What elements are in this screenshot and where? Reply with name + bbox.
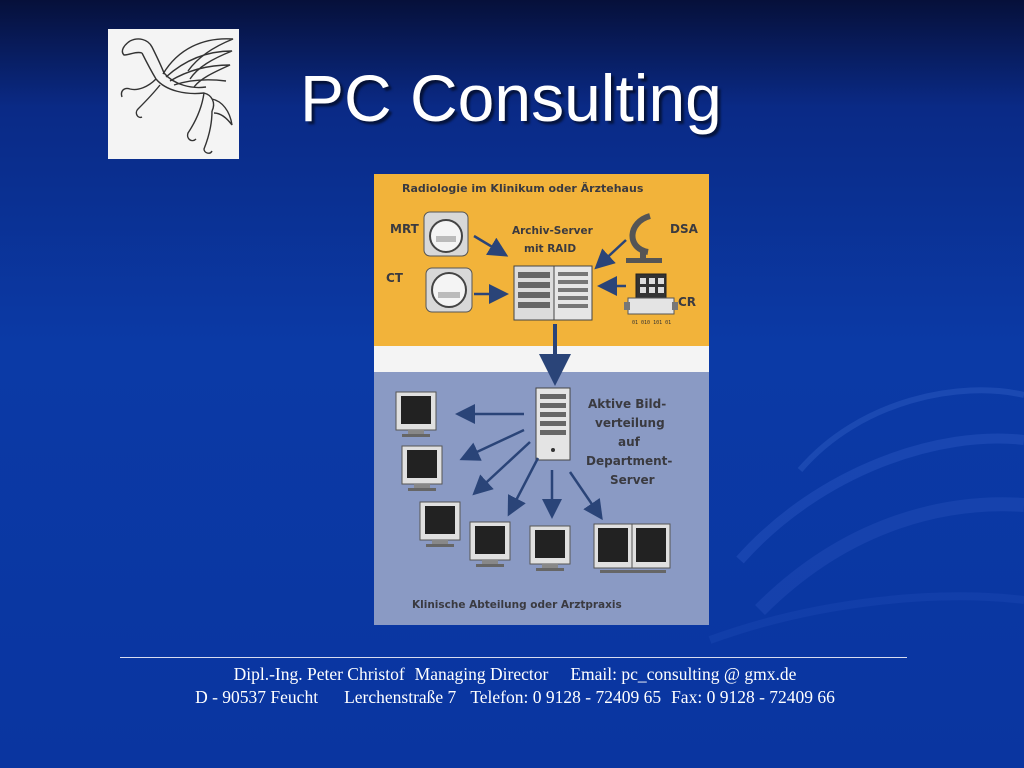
archive-label-1: Archiv-Server <box>512 225 594 237</box>
footer-city: D - 90537 Feucht <box>195 687 319 707</box>
mrt-label: MRT <box>390 222 420 236</box>
footer-email: Email: pc_consulting @ gmx.de <box>570 664 797 684</box>
footer-line-1: Dipl.-Ing. Peter Christof Managing Direct… <box>100 663 930 686</box>
dept-label-1: Aktive Bild- <box>588 397 666 411</box>
dual-monitor-icon <box>593 523 671 573</box>
page-title: PC Consulting <box>300 61 722 135</box>
monitor-icon <box>419 501 461 547</box>
mrt-scanner-icon <box>423 211 469 257</box>
dept-label-2: verteilung <box>595 416 665 430</box>
dept-label-5: Server <box>610 473 655 487</box>
top-heading: Radiologie im Klinikum oder Ärztehaus <box>402 181 644 195</box>
pegasus-logo <box>108 29 239 159</box>
footer-role: Managing Director <box>414 664 549 684</box>
footer-line-2: D - 90537 Feucht Lerchenstraße 7 Telefon: … <box>100 686 930 709</box>
monitor-icon <box>469 521 511 567</box>
footer: Dipl.-Ing. Peter Christof Managing Direct… <box>100 663 930 709</box>
archive-server-icon <box>513 265 593 321</box>
cr-label: CR <box>678 295 696 309</box>
cr-code: 01 010 101 01 <box>632 320 671 326</box>
department-server-icon <box>535 387 571 461</box>
monitor-icon <box>395 391 437 437</box>
footer-phone: Telefon: 0 9128 - 72409 65 <box>470 687 662 707</box>
footer-street: Lerchenstraße 7 <box>344 687 457 707</box>
ct-label: CT <box>386 271 404 285</box>
footer-divider <box>120 657 907 658</box>
ct-scanner-icon <box>425 267 473 313</box>
monitor-icon <box>529 525 571 571</box>
bottom-heading: Klinische Abteilung oder Arztpraxis <box>412 599 622 611</box>
monitor-icon <box>401 445 443 491</box>
dsa-label: DSA <box>670 222 699 236</box>
footer-name: Dipl.-Ing. Peter Christof <box>233 664 405 684</box>
footer-fax: Fax: 0 9128 - 72409 66 <box>671 687 835 707</box>
radiology-diagram: Radiologie im Klinikum oder Ärztehaus MR… <box>374 174 709 625</box>
dsa-c-arm-icon <box>626 213 662 263</box>
gap-band <box>374 346 709 372</box>
dept-label-3: auf <box>618 435 641 449</box>
archive-label-2: mit RAID <box>524 243 576 255</box>
cr-reader-icon <box>624 273 678 315</box>
dept-label-4: Department- <box>586 454 672 468</box>
